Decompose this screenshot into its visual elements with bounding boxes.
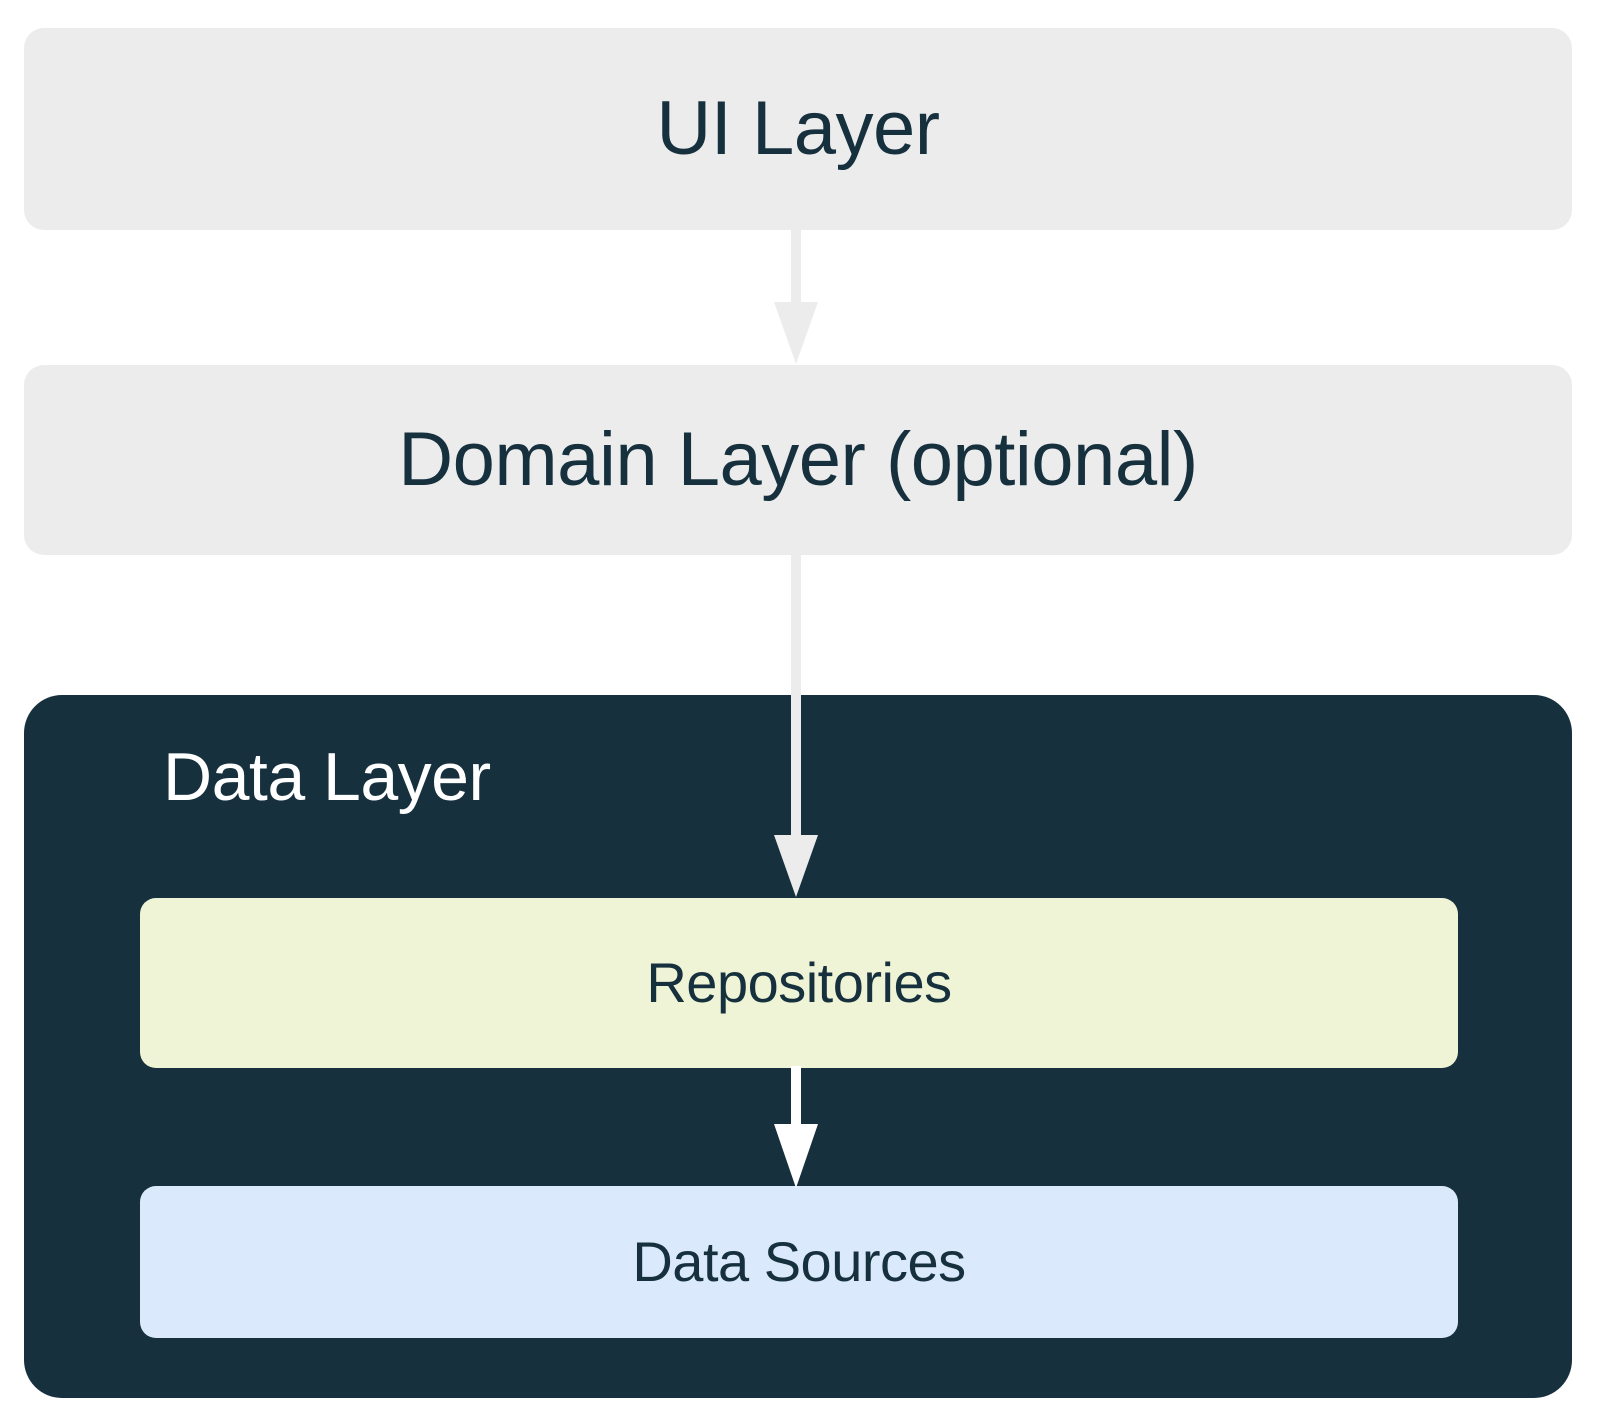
repositories-label: Repositories: [646, 951, 952, 1014]
data-layer-label: Data Layer: [163, 739, 491, 815]
data-sources-label: Data Sources: [632, 1230, 966, 1293]
ui-layer-box: UI Layer: [24, 28, 1572, 230]
ui-layer-label: UI Layer: [656, 86, 940, 171]
repositories-box: Repositories: [140, 898, 1458, 1068]
arrow-down-icon-ui-to-domain: [774, 228, 818, 364]
domain-layer-box: Domain Layer (optional): [24, 365, 1572, 555]
data-layer-box: Data Layer Repositories Data Sources: [24, 695, 1572, 1398]
data-sources-box: Data Sources: [140, 1186, 1458, 1338]
domain-layer-label: Domain Layer (optional): [398, 417, 1198, 502]
